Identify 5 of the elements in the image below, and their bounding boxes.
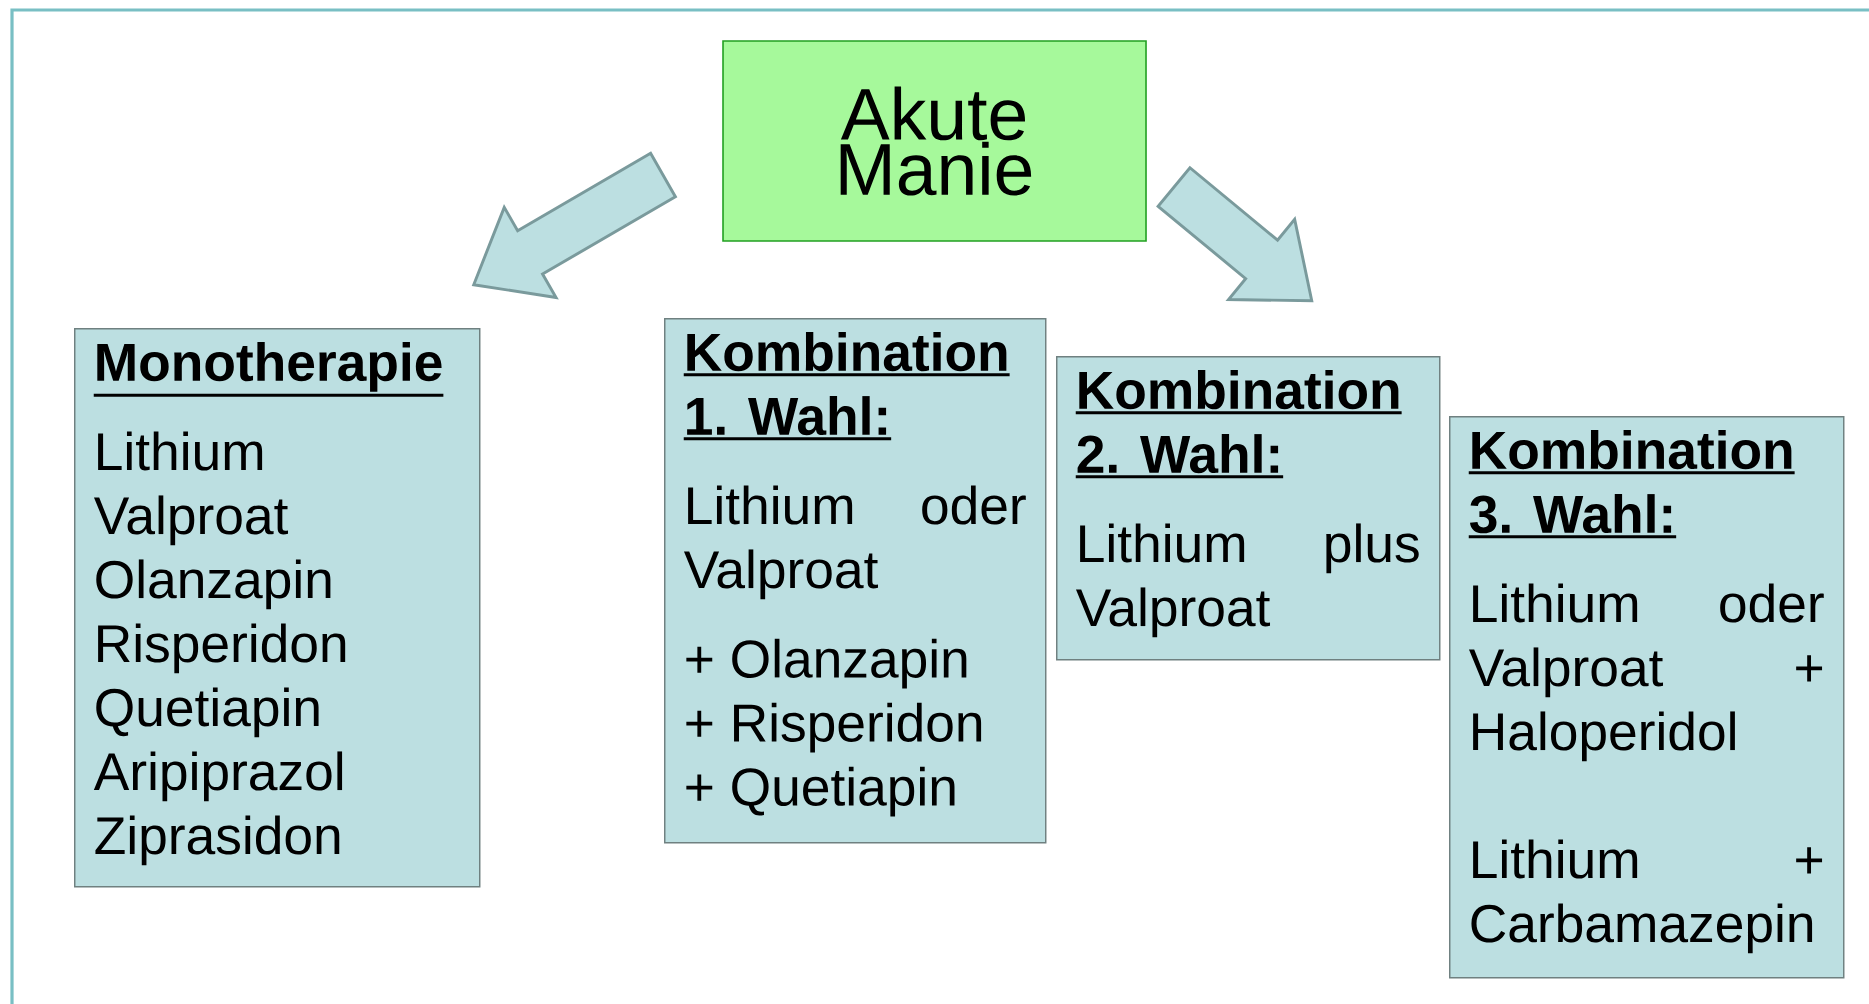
text-box: Kombination 1. Wahl: Lithium oder Valproat + Olanzapin + Risperidon + Quetiapin xyxy=(664,318,1047,844)
title-box: Akute Manie xyxy=(722,40,1147,242)
text-box: Kombination 2. Wahl: Lithium plus Valproat xyxy=(1056,356,1441,661)
text-box: Monotherapie Lithium Valproat Olanzapin Risperidon Quetiapin Aripiprazol Ziprasidon xyxy=(74,328,481,888)
text-box: Kombination 3. Wahl: Lithium oder Valproat + Haloperidol Lithium + Carbamazepin xyxy=(1449,416,1845,979)
